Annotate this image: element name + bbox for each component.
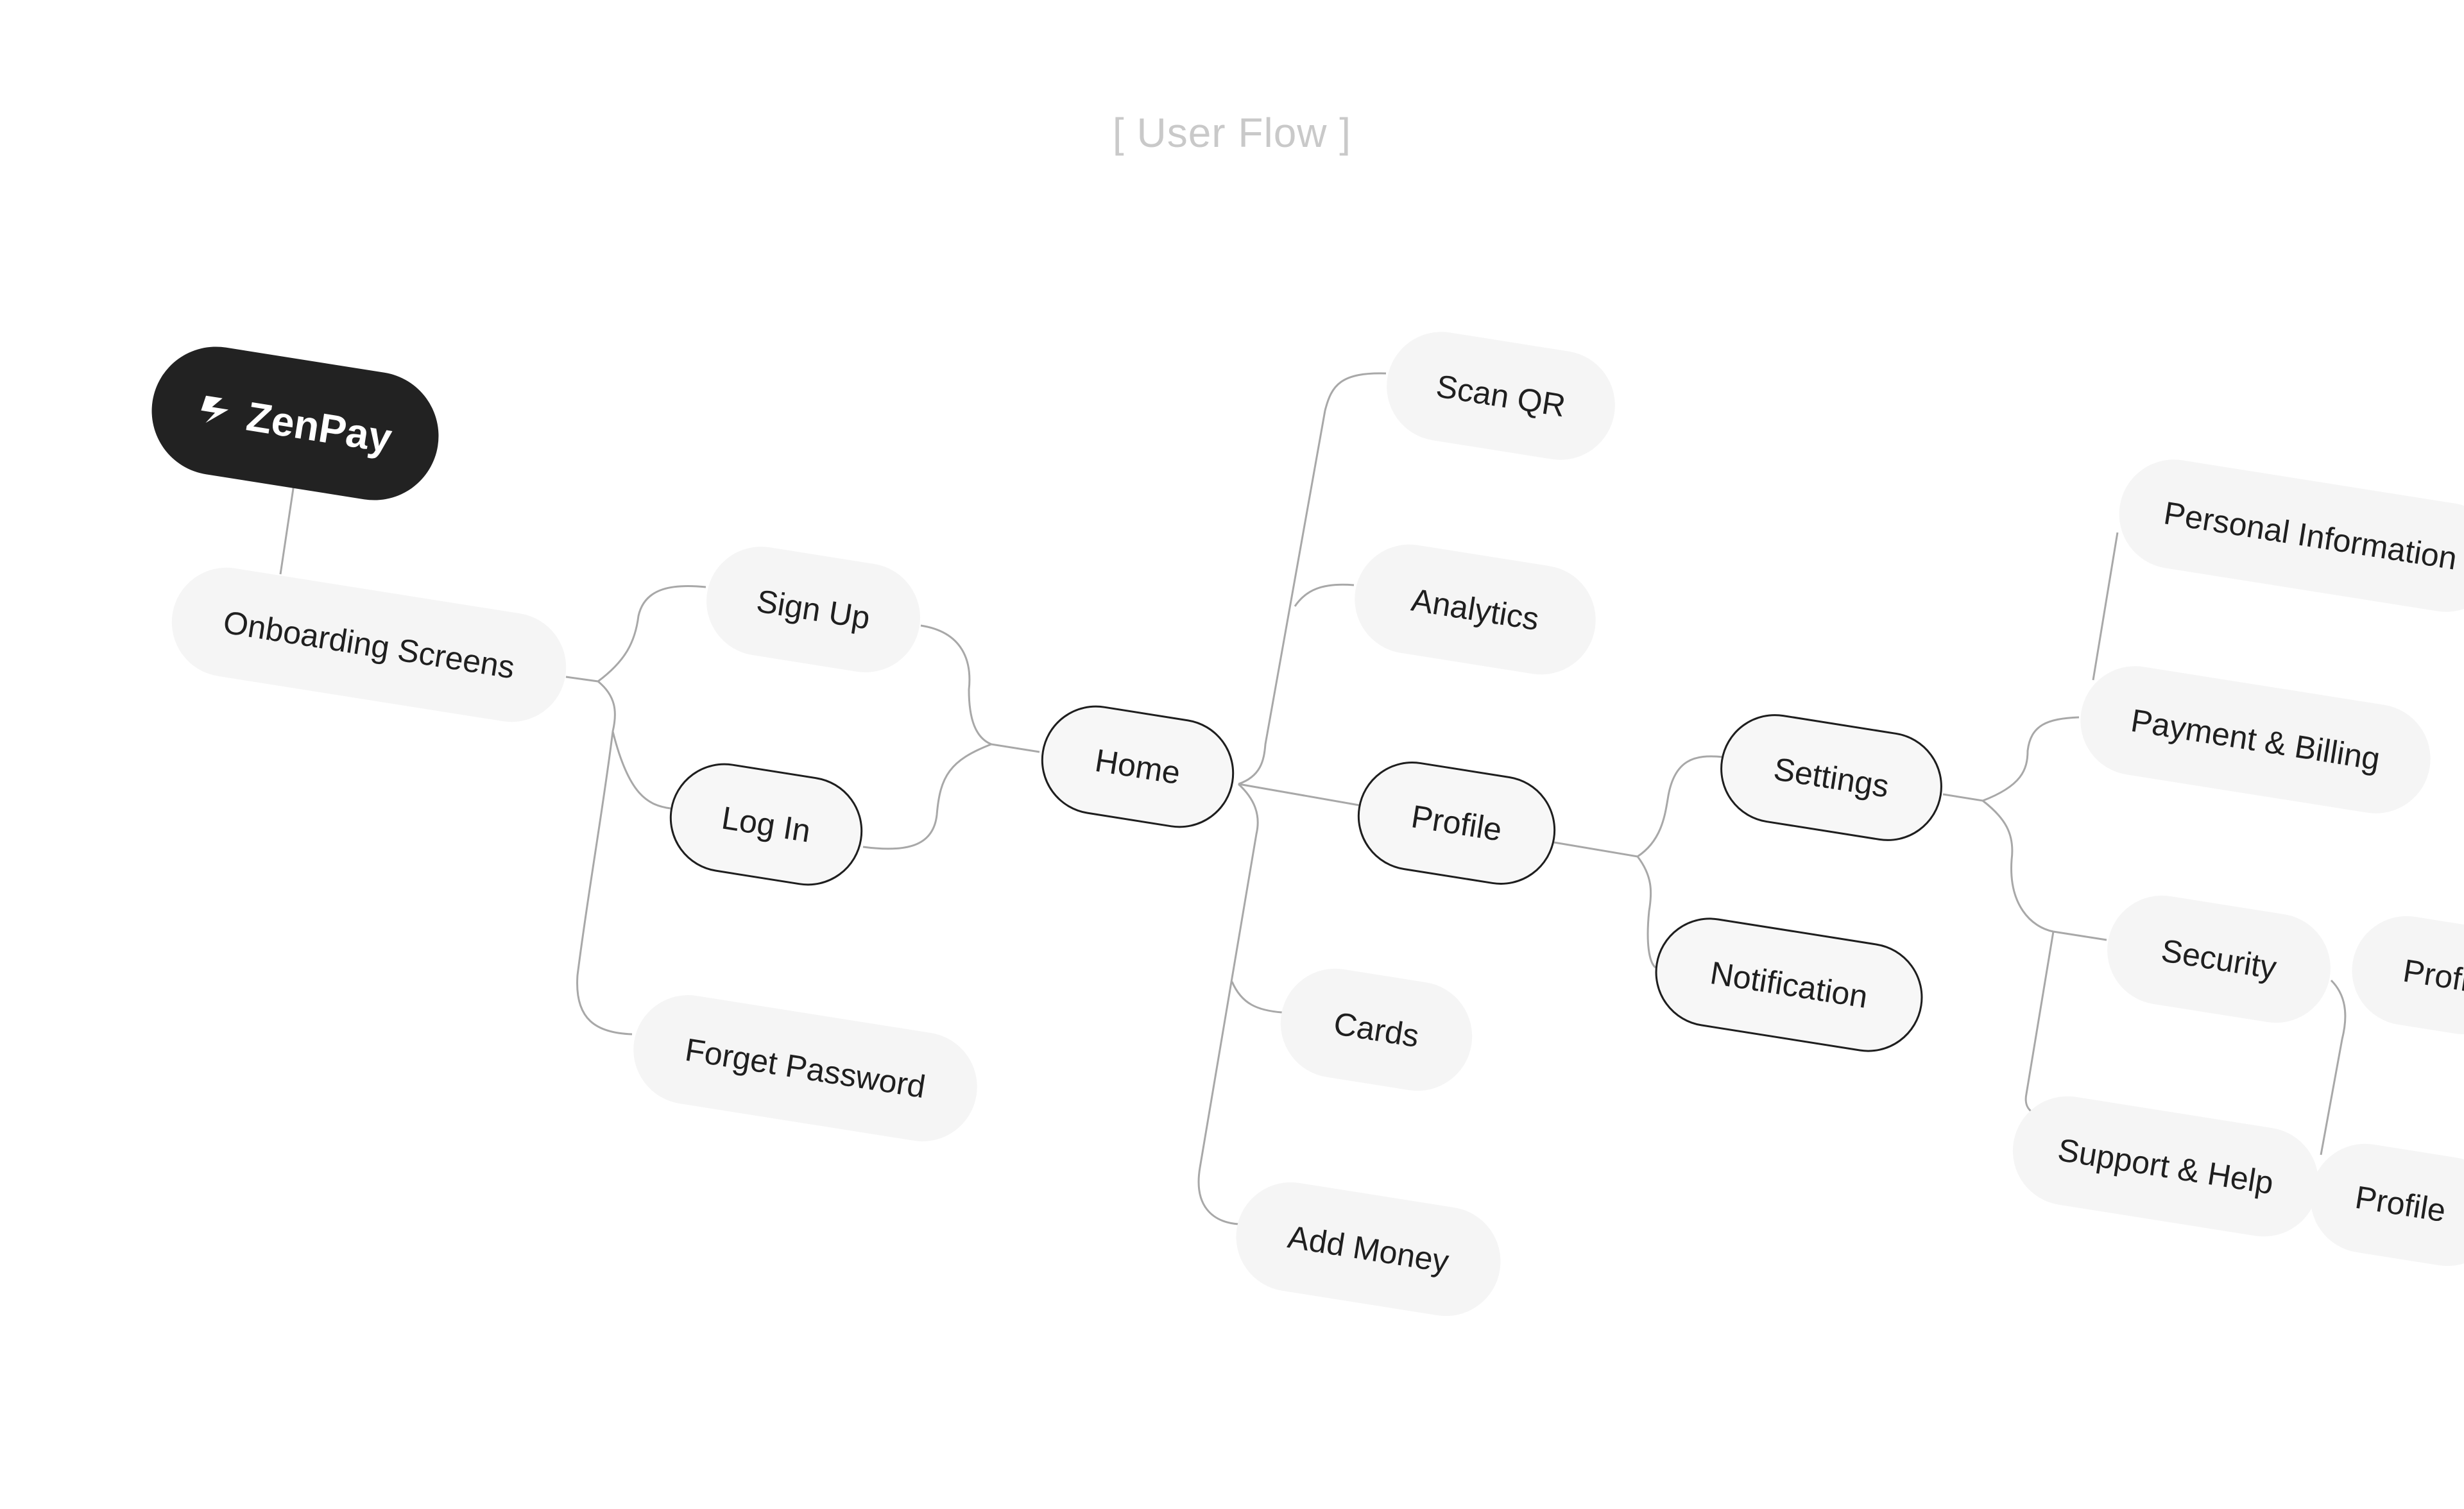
- node-label: Add Money: [1285, 1218, 1451, 1280]
- connector-home-cards: [1231, 981, 1283, 1014]
- connector-zenpay-onboarding: [279, 484, 295, 575]
- connector-home-scanqr: [1238, 372, 1387, 785]
- connector-settings-support: [2024, 931, 2055, 1114]
- connector-home-profile: [1238, 783, 1360, 806]
- node-label: Scan QR: [1433, 368, 1568, 424]
- connector-settings-payment: [1942, 716, 2080, 802]
- connector-profile-notification: [1636, 856, 1657, 969]
- connector-onboarding-forget: [576, 731, 633, 1036]
- connector-home-addmoney: [1197, 783, 1259, 1225]
- connector-settings-personal: [2092, 532, 2119, 681]
- lightning-bolt-icon: [201, 395, 229, 423]
- node-label: Sign Up: [754, 583, 873, 636]
- connector-settings-security: [1982, 799, 2107, 941]
- zenpay-logo-node[interactable]: ZenPay: [142, 337, 448, 509]
- connector-security-profile: [2320, 979, 2347, 1155]
- connector-profile-settings: [1637, 755, 1724, 858]
- node-label: Onboarding Screens: [221, 604, 517, 686]
- node-label: Payment & Billing: [2128, 702, 2383, 778]
- node-label: Profile: [1408, 798, 1505, 848]
- connector-login-home: [862, 743, 1040, 850]
- node-label: Profi: [2400, 952, 2464, 998]
- node-label: Cards: [1331, 1005, 1422, 1055]
- node-label: Support & Help: [2055, 1131, 2276, 1202]
- connector-signup-home: [920, 624, 992, 746]
- diagram-title: [ User Flow ]: [1112, 110, 1352, 156]
- connector-onboarding-login: [597, 680, 671, 810]
- node-label: Forget Password: [682, 1031, 928, 1105]
- connector-home-analytics: [1294, 583, 1355, 607]
- node-label: Settings: [1771, 751, 1892, 805]
- node-label: Notification: [1707, 954, 1870, 1016]
- node-label: Log In: [719, 799, 814, 849]
- brand-name: ZenPay: [243, 393, 395, 462]
- node-label: Personal Information: [2161, 495, 2460, 577]
- node-label: Home: [1092, 742, 1183, 792]
- node-label: Analytics: [1408, 581, 1542, 638]
- node-label: Profile: [2352, 1179, 2449, 1229]
- node-label: Security: [2159, 932, 2279, 986]
- connector-onboarding-signup: [565, 584, 706, 683]
- connector-profile-junction: [1553, 841, 1638, 858]
